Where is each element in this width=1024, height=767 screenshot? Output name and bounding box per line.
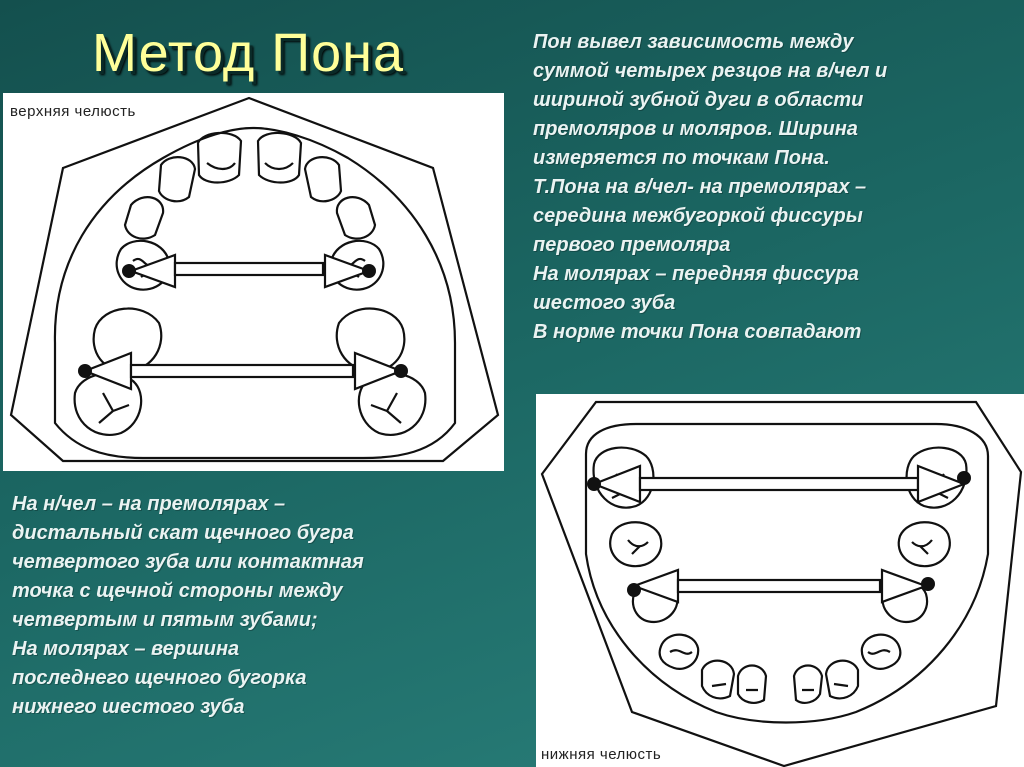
upper-incisor-right bbox=[256, 131, 303, 184]
lower-premolar-arrow-right bbox=[880, 568, 930, 604]
lower-jaw-label: нижняя челюсть bbox=[541, 746, 662, 763]
text-line: четвертого зуба или контактная bbox=[12, 551, 364, 573]
lower-pont-point-premolar-right bbox=[921, 577, 935, 591]
upper-molar-bar bbox=[129, 363, 355, 379]
upper-pont-point-premolar-left bbox=[122, 264, 136, 278]
upper-jaw-figure: верхняя челюсть bbox=[3, 93, 504, 471]
upper-cast-outline bbox=[9, 96, 500, 463]
text-line: Т.Пона на в/чел- на премолярах – bbox=[533, 176, 867, 198]
lower-premolar-arrow-left bbox=[630, 568, 680, 604]
upper-pont-point-premolar-right bbox=[362, 264, 376, 278]
lower-pont-point-molar-right bbox=[957, 471, 971, 485]
lower-pont-point-molar-left bbox=[587, 477, 601, 491]
upper-molar-arrow-right bbox=[353, 351, 405, 391]
text-line: суммой четырех резцов на в/чел и bbox=[533, 60, 888, 82]
text-line: точка с щечной стороны между bbox=[12, 580, 343, 602]
description-upper: Пон вывел зависимость между суммой четыр… bbox=[533, 28, 887, 347]
upper-pont-point-molar-left bbox=[78, 364, 92, 378]
text-line: В норме точки Пона совпадают bbox=[533, 321, 862, 343]
text-line: дистальный скат щечного бугра bbox=[12, 522, 354, 544]
lower-jaw-drawing bbox=[540, 400, 1023, 767]
text-line: четвертым и пятым зубами; bbox=[12, 609, 318, 631]
text-line: середина межбугоркой фиссуры bbox=[533, 205, 863, 227]
text-line: нижнего шестого зуба bbox=[12, 696, 245, 718]
lower-cast-outline bbox=[540, 400, 1023, 767]
lower-arch-outline bbox=[584, 422, 990, 724]
lower-molar-bar bbox=[638, 476, 920, 492]
text-line: На молярах – вершина bbox=[12, 638, 240, 660]
upper-pont-point-molar-right bbox=[394, 364, 408, 378]
upper-jaw-label: верхняя челюсть bbox=[10, 103, 136, 120]
slide-title: Метод Пона bbox=[92, 23, 405, 83]
lower-molar-arrow-right bbox=[916, 464, 968, 504]
text-line: измеряется по точкам Пона. bbox=[533, 147, 830, 169]
description-lower: На н/чел – на премолярах – дистальный ск… bbox=[12, 490, 364, 722]
upper-premolar-arrow-right bbox=[323, 253, 373, 289]
text-line: На молярах – передняя фиссура bbox=[533, 263, 859, 285]
upper-incisor-left bbox=[196, 131, 243, 184]
lower-premolar-bar bbox=[676, 578, 882, 594]
lower-pont-point-premolar-left bbox=[627, 583, 641, 597]
lower-jaw-figure: нижняя челюсть bbox=[536, 394, 1024, 767]
text-line: шестого зуба bbox=[533, 292, 676, 314]
text-line: шириной зубной дуги в области bbox=[533, 89, 864, 111]
text-line: На н/чел – на премолярах – bbox=[12, 493, 286, 515]
upper-arch-outline bbox=[53, 126, 457, 460]
text-line: последнего щечного бугорка bbox=[12, 667, 307, 689]
text-line: премоляров и моляров. Ширина bbox=[533, 118, 858, 140]
upper-premolar-bar bbox=[173, 261, 325, 277]
text-line: Пон вывел зависимость между bbox=[533, 31, 854, 53]
text-line: первого премоляра bbox=[533, 234, 731, 256]
upper-jaw-drawing bbox=[9, 96, 500, 463]
